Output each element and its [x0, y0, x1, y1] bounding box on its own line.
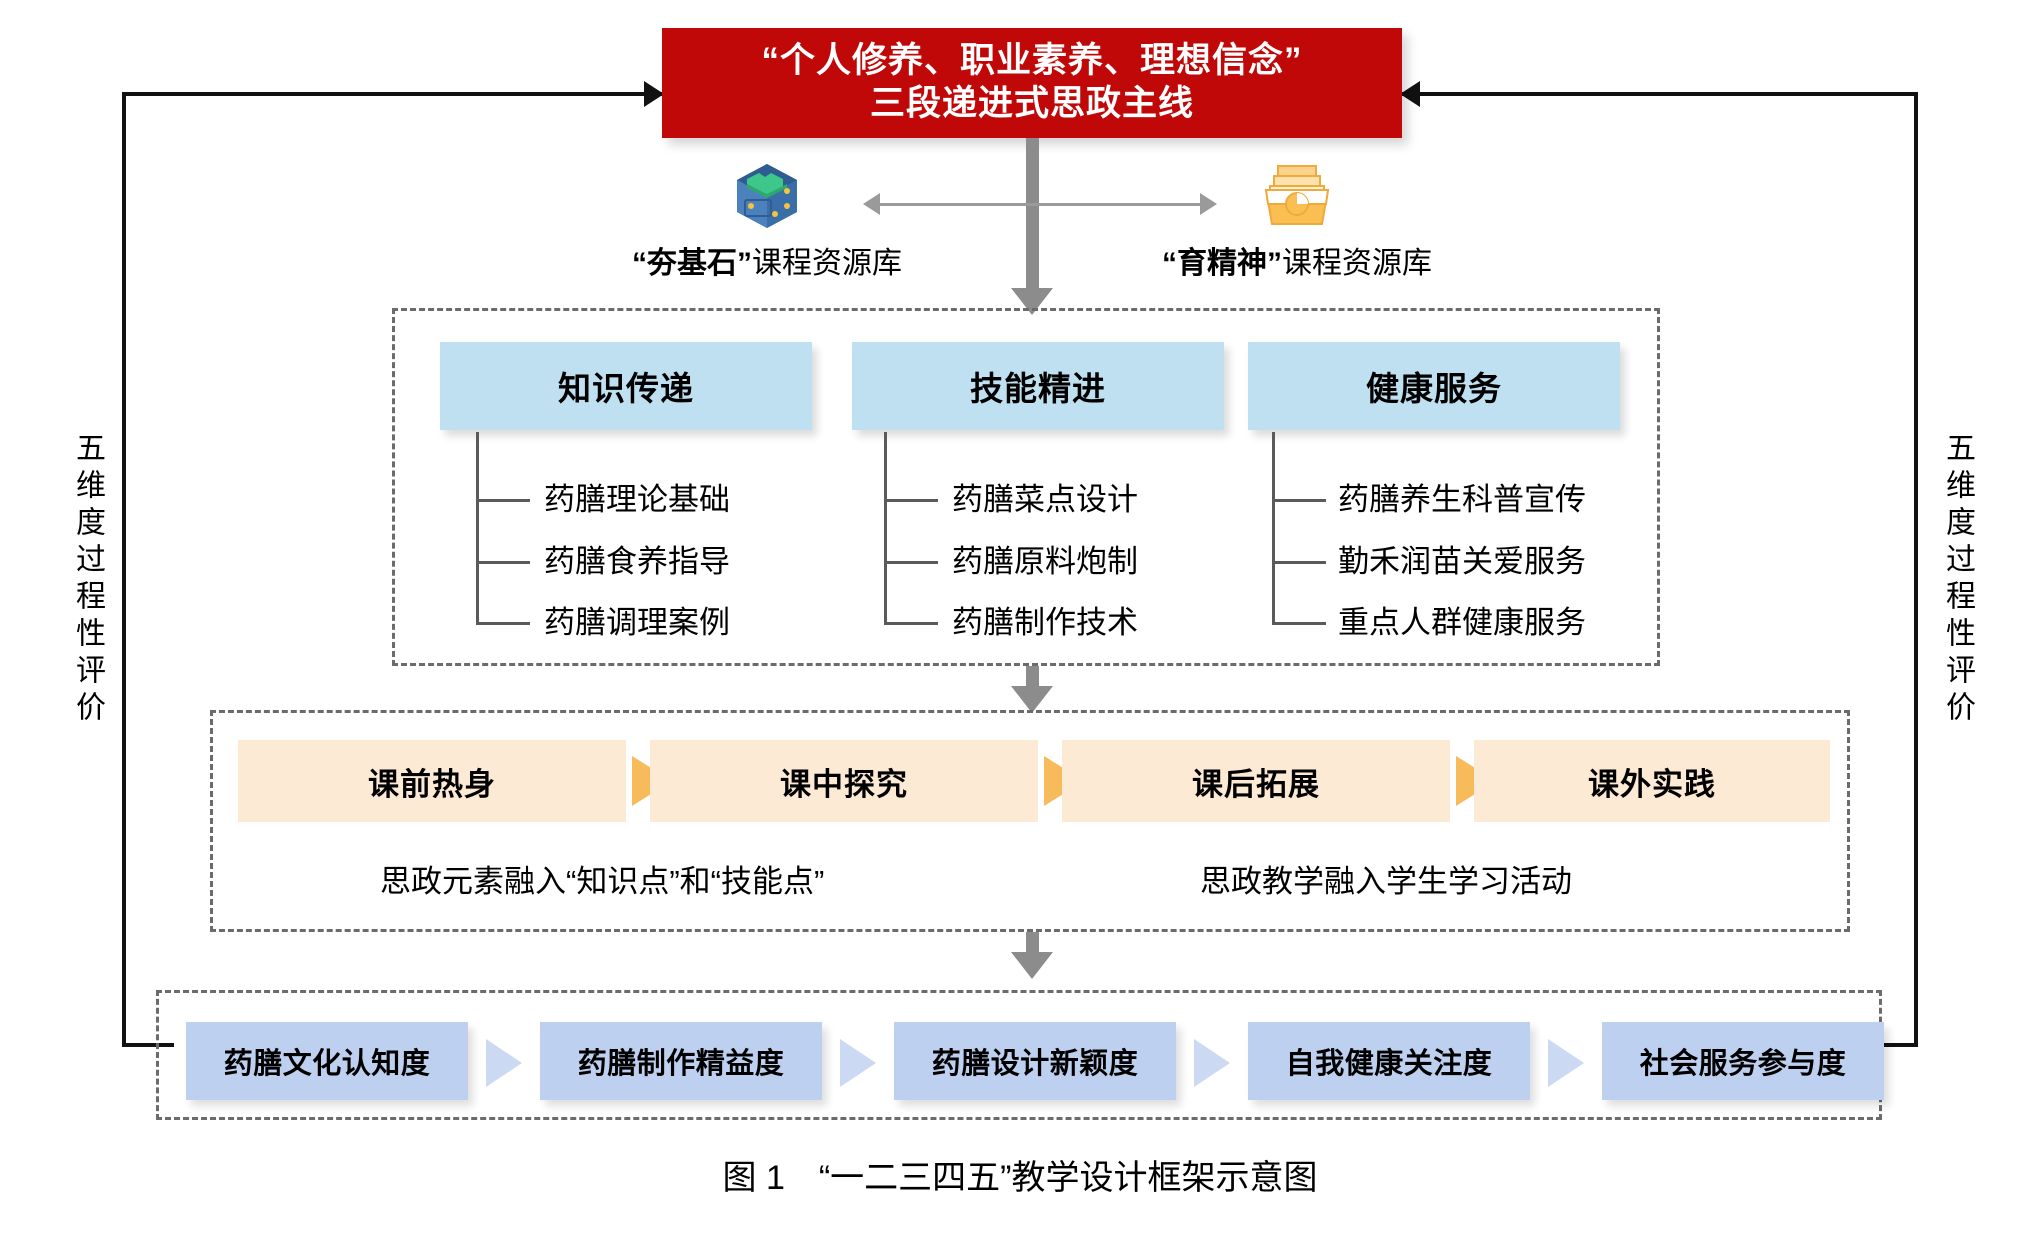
resource-link-left-arrowhead-icon — [863, 193, 880, 215]
tree-branch-0-2 — [476, 622, 530, 625]
tree-branch-2-2 — [1272, 622, 1326, 625]
stage-chip-2[interactable]: 课后拓展 — [1062, 740, 1450, 822]
evaluation-chip-label-1: 药膳制作精益度 — [577, 1048, 785, 1080]
evaluation-chevron-icon-3 — [1548, 1039, 1584, 1087]
banner-line-1: “个人修养、职业素养、理想信念” — [761, 41, 1303, 81]
stage-chip-label-3: 课外实践 — [1588, 766, 1716, 802]
stage-chip-0[interactable]: 课前热身 — [238, 740, 626, 822]
frame-bottom-left-edge — [122, 1043, 174, 1047]
stage-chip-3[interactable]: 课外实践 — [1474, 740, 1830, 822]
stage-chip-label-0: 课前热身 — [368, 766, 496, 802]
tree-branch-1-1 — [884, 561, 938, 564]
banner-line-2: 三段递进式思政主线 — [869, 84, 1194, 123]
main-theme-banner: “个人修养、职业素养、理想信念” 三段递进式思政主线 — [662, 28, 1402, 138]
figure-caption: 图 1 “一二三四五”教学设计框架示意图 — [722, 1159, 1318, 1197]
modules-panel — [392, 308, 1660, 666]
module-item-1-0: 药膳菜点设计 — [952, 482, 1138, 517]
stage-chip-label-2: 课后拓展 — [1192, 766, 1320, 802]
tree-branch-2-0 — [1272, 499, 1326, 502]
evaluation-chip-label-4: 社会服务参与度 — [1639, 1048, 1847, 1080]
resource-link-line — [880, 203, 1200, 206]
evaluation-chevron-icon-0 — [486, 1039, 522, 1087]
tree-stem-2 — [1272, 432, 1275, 622]
evaluation-chip-4[interactable]: 社会服务参与度 — [1602, 1022, 1884, 1100]
evaluation-chip-2[interactable]: 药膳设计新颖度 — [894, 1022, 1176, 1100]
stage-caption-0: 思政元素融入“知识点”和“技能点” — [380, 864, 825, 899]
tree-branch-2-1 — [1272, 561, 1326, 564]
evaluation-chevron-icon-1 — [840, 1039, 876, 1087]
module-header-2: 健康服务 — [1248, 342, 1620, 430]
resource-item-1: “育精神”课程资源库 — [1122, 162, 1472, 282]
resource-label-1: “育精神”课程资源库 — [1122, 238, 1472, 282]
module-item-0-2: 药膳调理案例 — [544, 605, 730, 640]
frame-right-arrowhead-icon — [1400, 81, 1420, 107]
evaluation-chip-0[interactable]: 药膳文化认知度 — [186, 1022, 468, 1100]
frame-bottom-right-edge — [1862, 1043, 1918, 1047]
evaluation-chevron-icon-2 — [1194, 1039, 1230, 1087]
connector-modules-arrowhead-icon — [1011, 686, 1053, 713]
stage-chip-1[interactable]: 课中探究 — [650, 740, 1038, 822]
evaluation-chip-label-3: 自我健康关注度 — [1285, 1048, 1493, 1080]
resource-link-right-arrowhead-icon — [1200, 193, 1217, 215]
connector-stages-arrowhead-icon — [1011, 952, 1053, 979]
side-label-left: 五维度过程性评价 — [71, 432, 104, 728]
frame-right-edge — [1914, 92, 1918, 1047]
evaluation-chip-label-2: 药膳设计新颖度 — [931, 1048, 1139, 1080]
module-item-0-1: 药膳食养指导 — [544, 544, 730, 579]
tree-branch-0-0 — [476, 499, 530, 502]
tree-branch-1-0 — [884, 499, 938, 502]
module-item-1-1: 药膳原料炮制 — [952, 544, 1138, 579]
frame-top-right-edge — [1400, 92, 1918, 96]
module-header-0: 知识传递 — [440, 342, 812, 430]
blue-resource-box-icon — [592, 162, 942, 232]
module-title-2: 健康服务 — [1366, 370, 1502, 407]
frame-top-left-edge — [122, 92, 662, 96]
stages-panel — [210, 710, 1850, 932]
evaluation-chip-3[interactable]: 自我健康关注度 — [1248, 1022, 1530, 1100]
resource-label-emphasis-0: “夯基石” — [632, 247, 752, 280]
module-title-1: 技能精进 — [970, 370, 1106, 407]
module-title-0: 知识传递 — [558, 370, 694, 407]
module-item-2-1: 勤禾润苗关爱服务 — [1338, 544, 1586, 579]
frame-left-edge — [122, 92, 126, 1047]
module-item-0-0: 药膳理论基础 — [544, 482, 730, 517]
evaluation-chip-label-0: 药膳文化认知度 — [223, 1048, 431, 1080]
tree-branch-0-1 — [476, 561, 530, 564]
frame-left-arrowhead-icon — [644, 81, 664, 107]
connector-banner-to-modules — [1026, 138, 1039, 298]
module-item-1-2: 药膳制作技术 — [952, 605, 1138, 640]
resource-label-0: “夯基石”课程资源库 — [592, 238, 942, 282]
stage-chip-label-1: 课中探究 — [780, 766, 908, 802]
side-label-right: 五维度过程性评价 — [1941, 432, 1974, 728]
tree-stem-1 — [884, 432, 887, 622]
evaluation-chip-1[interactable]: 药膳制作精益度 — [540, 1022, 822, 1100]
resource-item-0: “夯基石”课程资源库 — [592, 162, 942, 282]
module-header-1: 技能精进 — [852, 342, 1224, 430]
tree-branch-1-2 — [884, 622, 938, 625]
module-item-2-2: 重点人群健康服务 — [1338, 605, 1586, 640]
tree-stem-0 — [476, 432, 479, 622]
resource-label-rest-1: 课程资源库 — [1282, 247, 1432, 280]
orange-file-box-icon — [1122, 162, 1472, 232]
module-item-2-0: 药膳养生科普宣传 — [1338, 482, 1586, 517]
resource-label-emphasis-1: “育精神” — [1162, 247, 1282, 280]
stage-caption-1: 思政教学融入学生学习活动 — [1200, 864, 1572, 899]
resource-label-rest-0: 课程资源库 — [752, 247, 902, 280]
